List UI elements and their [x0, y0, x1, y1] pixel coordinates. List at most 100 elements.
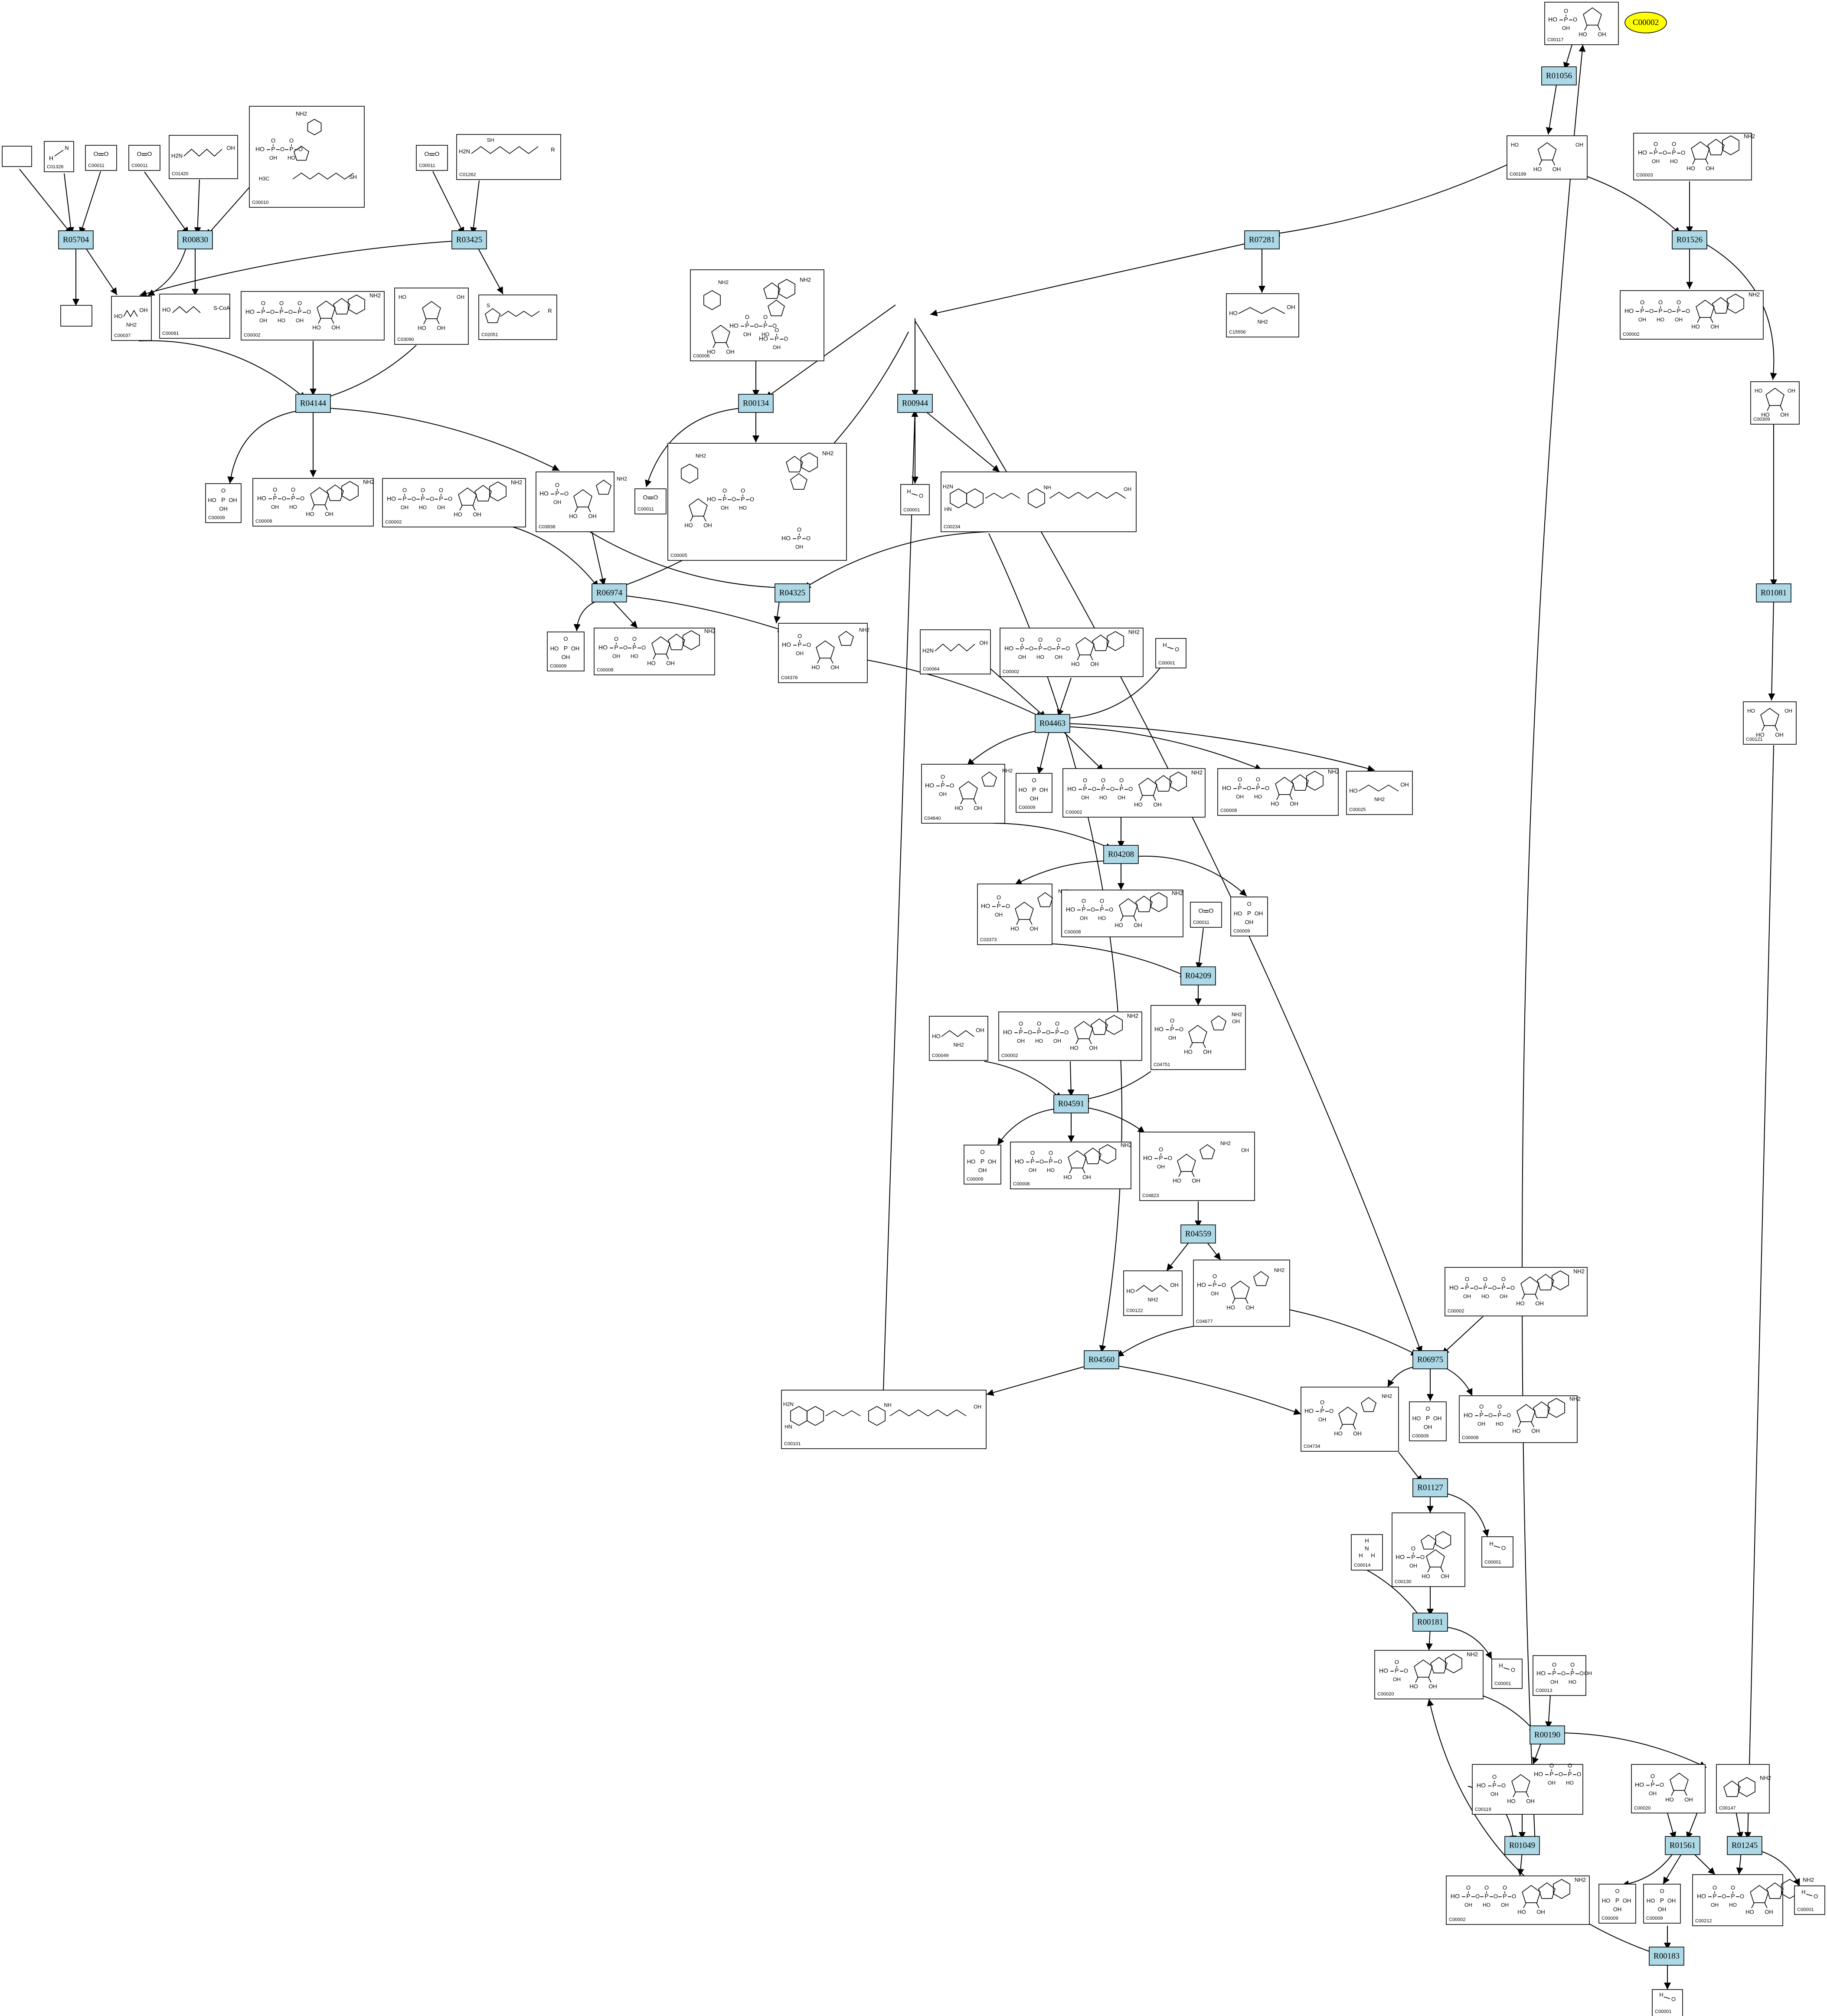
reaction-r01081[interactable]: R01081: [1756, 583, 1791, 602]
reaction-r03425[interactable]: R03425: [451, 230, 487, 249]
reaction-r04591[interactable]: R04591: [1053, 1094, 1089, 1113]
reaction-r04144[interactable]: R04144: [295, 394, 331, 413]
reaction-r05704[interactable]: R05704: [58, 230, 94, 249]
unlabeled-compound-box[interactable]: [60, 305, 92, 327]
reaction-r00944[interactable]: R00944: [897, 394, 933, 413]
reaction-r01561[interactable]: R01561: [1665, 1836, 1700, 1855]
reaction-r01526[interactable]: R01526: [1672, 230, 1707, 249]
reaction-r04209[interactable]: R04209: [1180, 966, 1216, 985]
reaction-r00190[interactable]: R00190: [1530, 1725, 1565, 1744]
reaction-r06974[interactable]: R06974: [592, 583, 627, 602]
reaction-r04560[interactable]: R04560: [1084, 1350, 1119, 1369]
reaction-r04463[interactable]: R04463: [1035, 714, 1070, 733]
reaction-r00183[interactable]: R00183: [1649, 1947, 1684, 1966]
compound-c03373[interactable]: HOPOOHOHOOHNH2C03373: [977, 884, 1069, 945]
reaction-r04325[interactable]: R04325: [775, 583, 810, 602]
highlight-node[interactable]: C00002: [1624, 12, 1667, 33]
reaction-r01127[interactable]: R01127: [1412, 1478, 1448, 1497]
reaction-r00830[interactable]: R00830: [177, 230, 213, 249]
reaction-r01049[interactable]: R01049: [1504, 1836, 1540, 1855]
unlabeled-compound-box[interactable]: [2, 146, 32, 167]
reaction-r01245[interactable]: R01245: [1727, 1836, 1762, 1855]
reaction-r00181[interactable]: R00181: [1412, 1613, 1448, 1632]
reaction-r04208[interactable]: R04208: [1103, 845, 1139, 864]
reaction-r01056[interactable]: R01056: [1541, 66, 1577, 85]
reaction-r07281[interactable]: R07281: [1244, 230, 1280, 249]
reaction-r04559[interactable]: R04559: [1180, 1224, 1216, 1244]
reaction-r00134[interactable]: R00134: [738, 394, 774, 413]
reaction-r06975[interactable]: R06975: [1412, 1350, 1448, 1369]
